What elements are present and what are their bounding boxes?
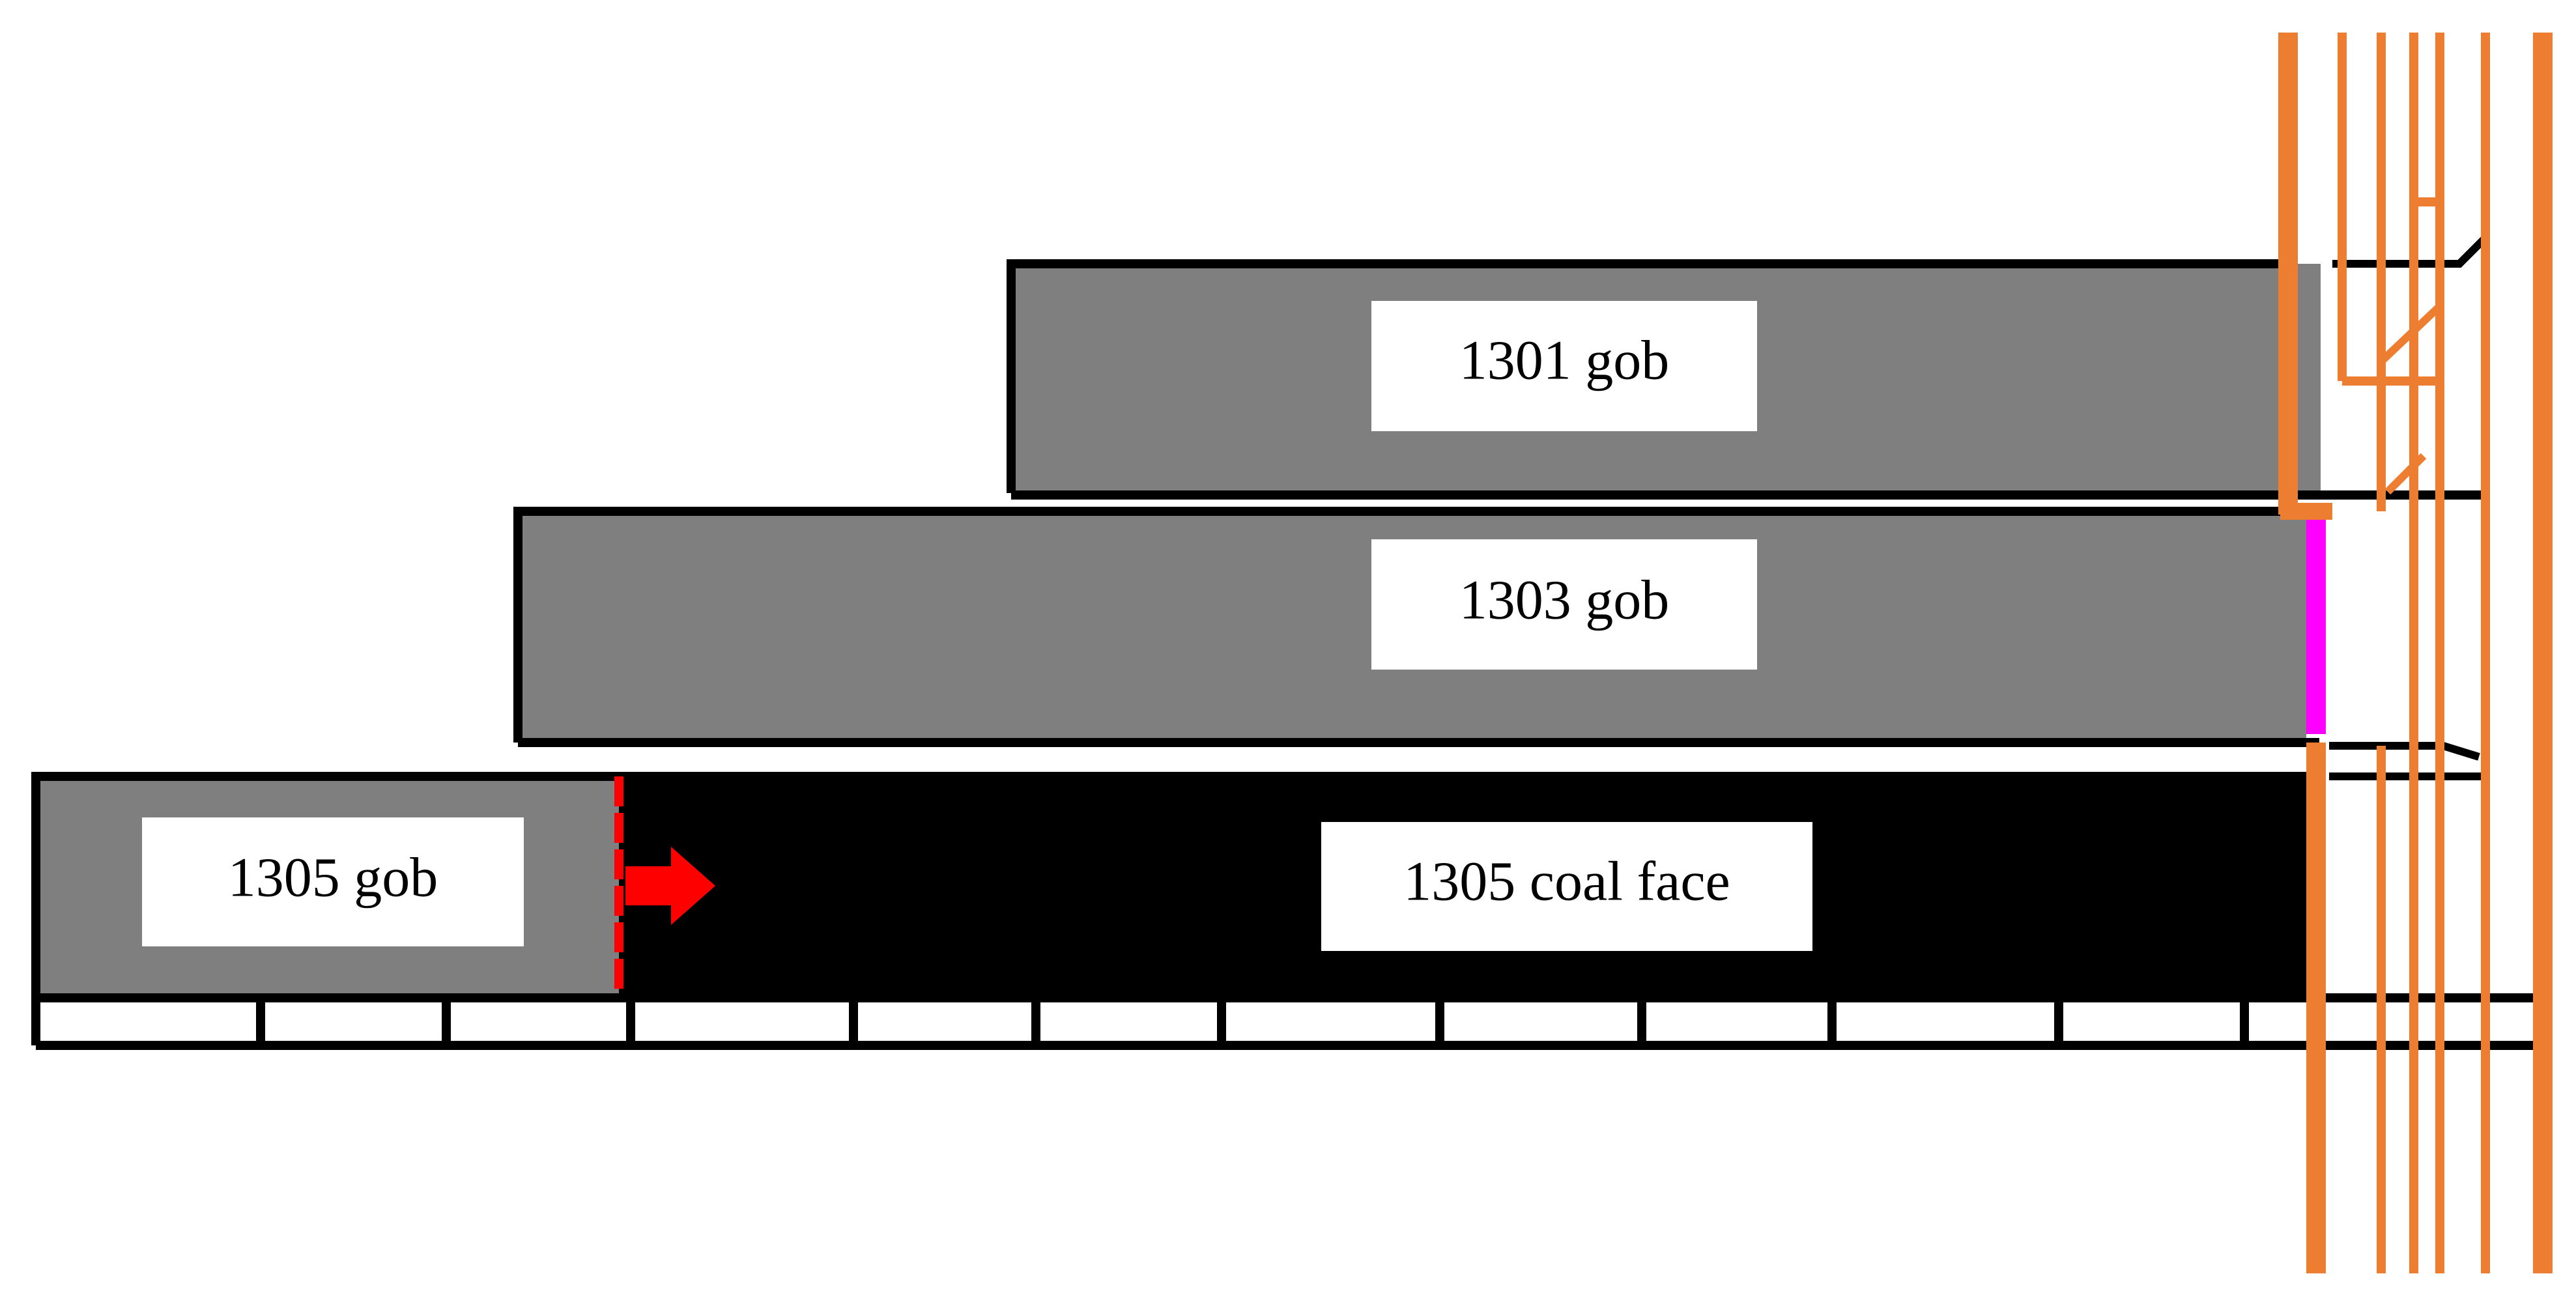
- roadway-network: [2278, 33, 2553, 1273]
- label-box-1305-gob: [142, 817, 524, 946]
- panel-1305-outline: [31, 772, 2319, 1003]
- label-1305-coal-face: 1305 coal face: [1403, 850, 1730, 913]
- panel-1301-top-extension: [2332, 234, 2489, 268]
- label-1305-gob: 1305 gob: [228, 846, 438, 909]
- panel-1303-gob: 1303 gob: [513, 507, 2480, 761]
- support-row: [31, 993, 2541, 1050]
- label-box-1305-coal-face: [1321, 822, 1812, 951]
- advance-direction-arrow: [625, 847, 715, 925]
- panel-1303-bottom-extension: [2329, 742, 2480, 761]
- label-box-1303: [1371, 539, 1757, 670]
- label-1301-gob: 1301 gob: [1459, 329, 1670, 391]
- panel-1301-outline: [1007, 259, 2280, 493]
- label-box-1301: [1371, 301, 1757, 431]
- support-row-dividers: [256, 998, 2249, 1045]
- panel-1303-end-highlight: [2306, 519, 2326, 734]
- panel-1305: 1305 gob 1305 coal face: [31, 772, 2485, 1003]
- label-1303-gob: 1303 gob: [1459, 569, 1670, 631]
- panel-1301-gob: 1301 gob: [1007, 234, 2489, 500]
- panel-1303-outline: [513, 507, 2287, 743]
